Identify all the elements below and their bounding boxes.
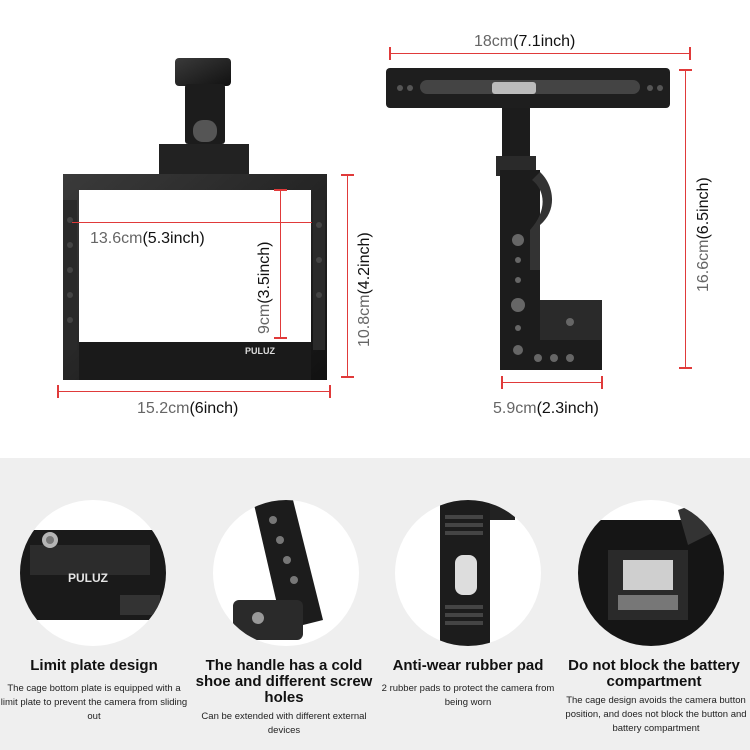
- dim-line-inner-height: [280, 190, 281, 338]
- feature-title: Limit plate design: [30, 657, 158, 674]
- dim-label-right-height: 16.6cm(6.5inch): [695, 177, 712, 292]
- features-panel: PULUZ Limit plate design The cage bottom…: [0, 458, 750, 750]
- dim-cap: [274, 337, 287, 339]
- feature-title: Anti-wear rubber pad: [392, 657, 544, 674]
- dim-line-inner-width: [72, 222, 312, 223]
- feature-image-battery: [578, 500, 724, 646]
- feature-image-rubber-pad: [395, 500, 541, 646]
- dim-cap: [679, 367, 692, 369]
- feature-image-handle: [213, 500, 359, 646]
- dim-line-right-height: [685, 70, 686, 368]
- dim-cap: [689, 47, 691, 60]
- dim-label-outer-height: 10.8cm(4.2inch): [356, 232, 373, 347]
- dim-cap: [501, 376, 503, 389]
- dim-label-outer-width: 15.2cm(6inch): [137, 400, 239, 417]
- dim-label-inner-height: 9cm(3.5inch): [256, 241, 273, 334]
- dimensions-panel: PULUZ 18cm(7.1inch) 16.6cm(6.5inch): [57, 33, 712, 417]
- dim-line-side-depth: [502, 382, 602, 383]
- dim-label-inner-width: 13.6cm(5.3inch): [90, 230, 205, 247]
- dim-cap: [389, 47, 391, 60]
- dim-cap: [57, 385, 59, 398]
- dim-label-side-depth: 5.9cm(2.3inch): [493, 400, 599, 417]
- dim-line-outer-height: [347, 175, 348, 377]
- feature-description: The cage bottom plate is equipped with a…: [0, 683, 188, 722]
- cage-side-view: [386, 68, 670, 370]
- dim-cap: [341, 376, 354, 378]
- feature-image-limit-plate: PULUZ: [20, 500, 166, 646]
- feature-description: The cage design avoids the camera button…: [565, 695, 747, 734]
- dim-line-top-width: [390, 53, 690, 54]
- feature-extra: Can be extended with different external …: [201, 711, 367, 736]
- brand-logo: PULUZ: [68, 571, 108, 585]
- dim-cap: [274, 189, 287, 191]
- dim-label-top-width: 18cm(7.1inch): [474, 33, 576, 50]
- brand-logo: PULUZ: [245, 346, 275, 356]
- dim-line-outer-width: [58, 391, 330, 392]
- feature-title: Do not block the battery compartment: [568, 657, 740, 690]
- dim-cap: [329, 385, 331, 398]
- dim-cap: [601, 376, 603, 389]
- dim-cap: [679, 69, 692, 71]
- cage-front-view: PULUZ: [63, 58, 327, 380]
- feature-title: The handle has a cold shoe and different…: [195, 657, 373, 706]
- dim-cap: [341, 174, 354, 176]
- feature-description: 2 rubber pads to protect the camera from…: [381, 683, 555, 708]
